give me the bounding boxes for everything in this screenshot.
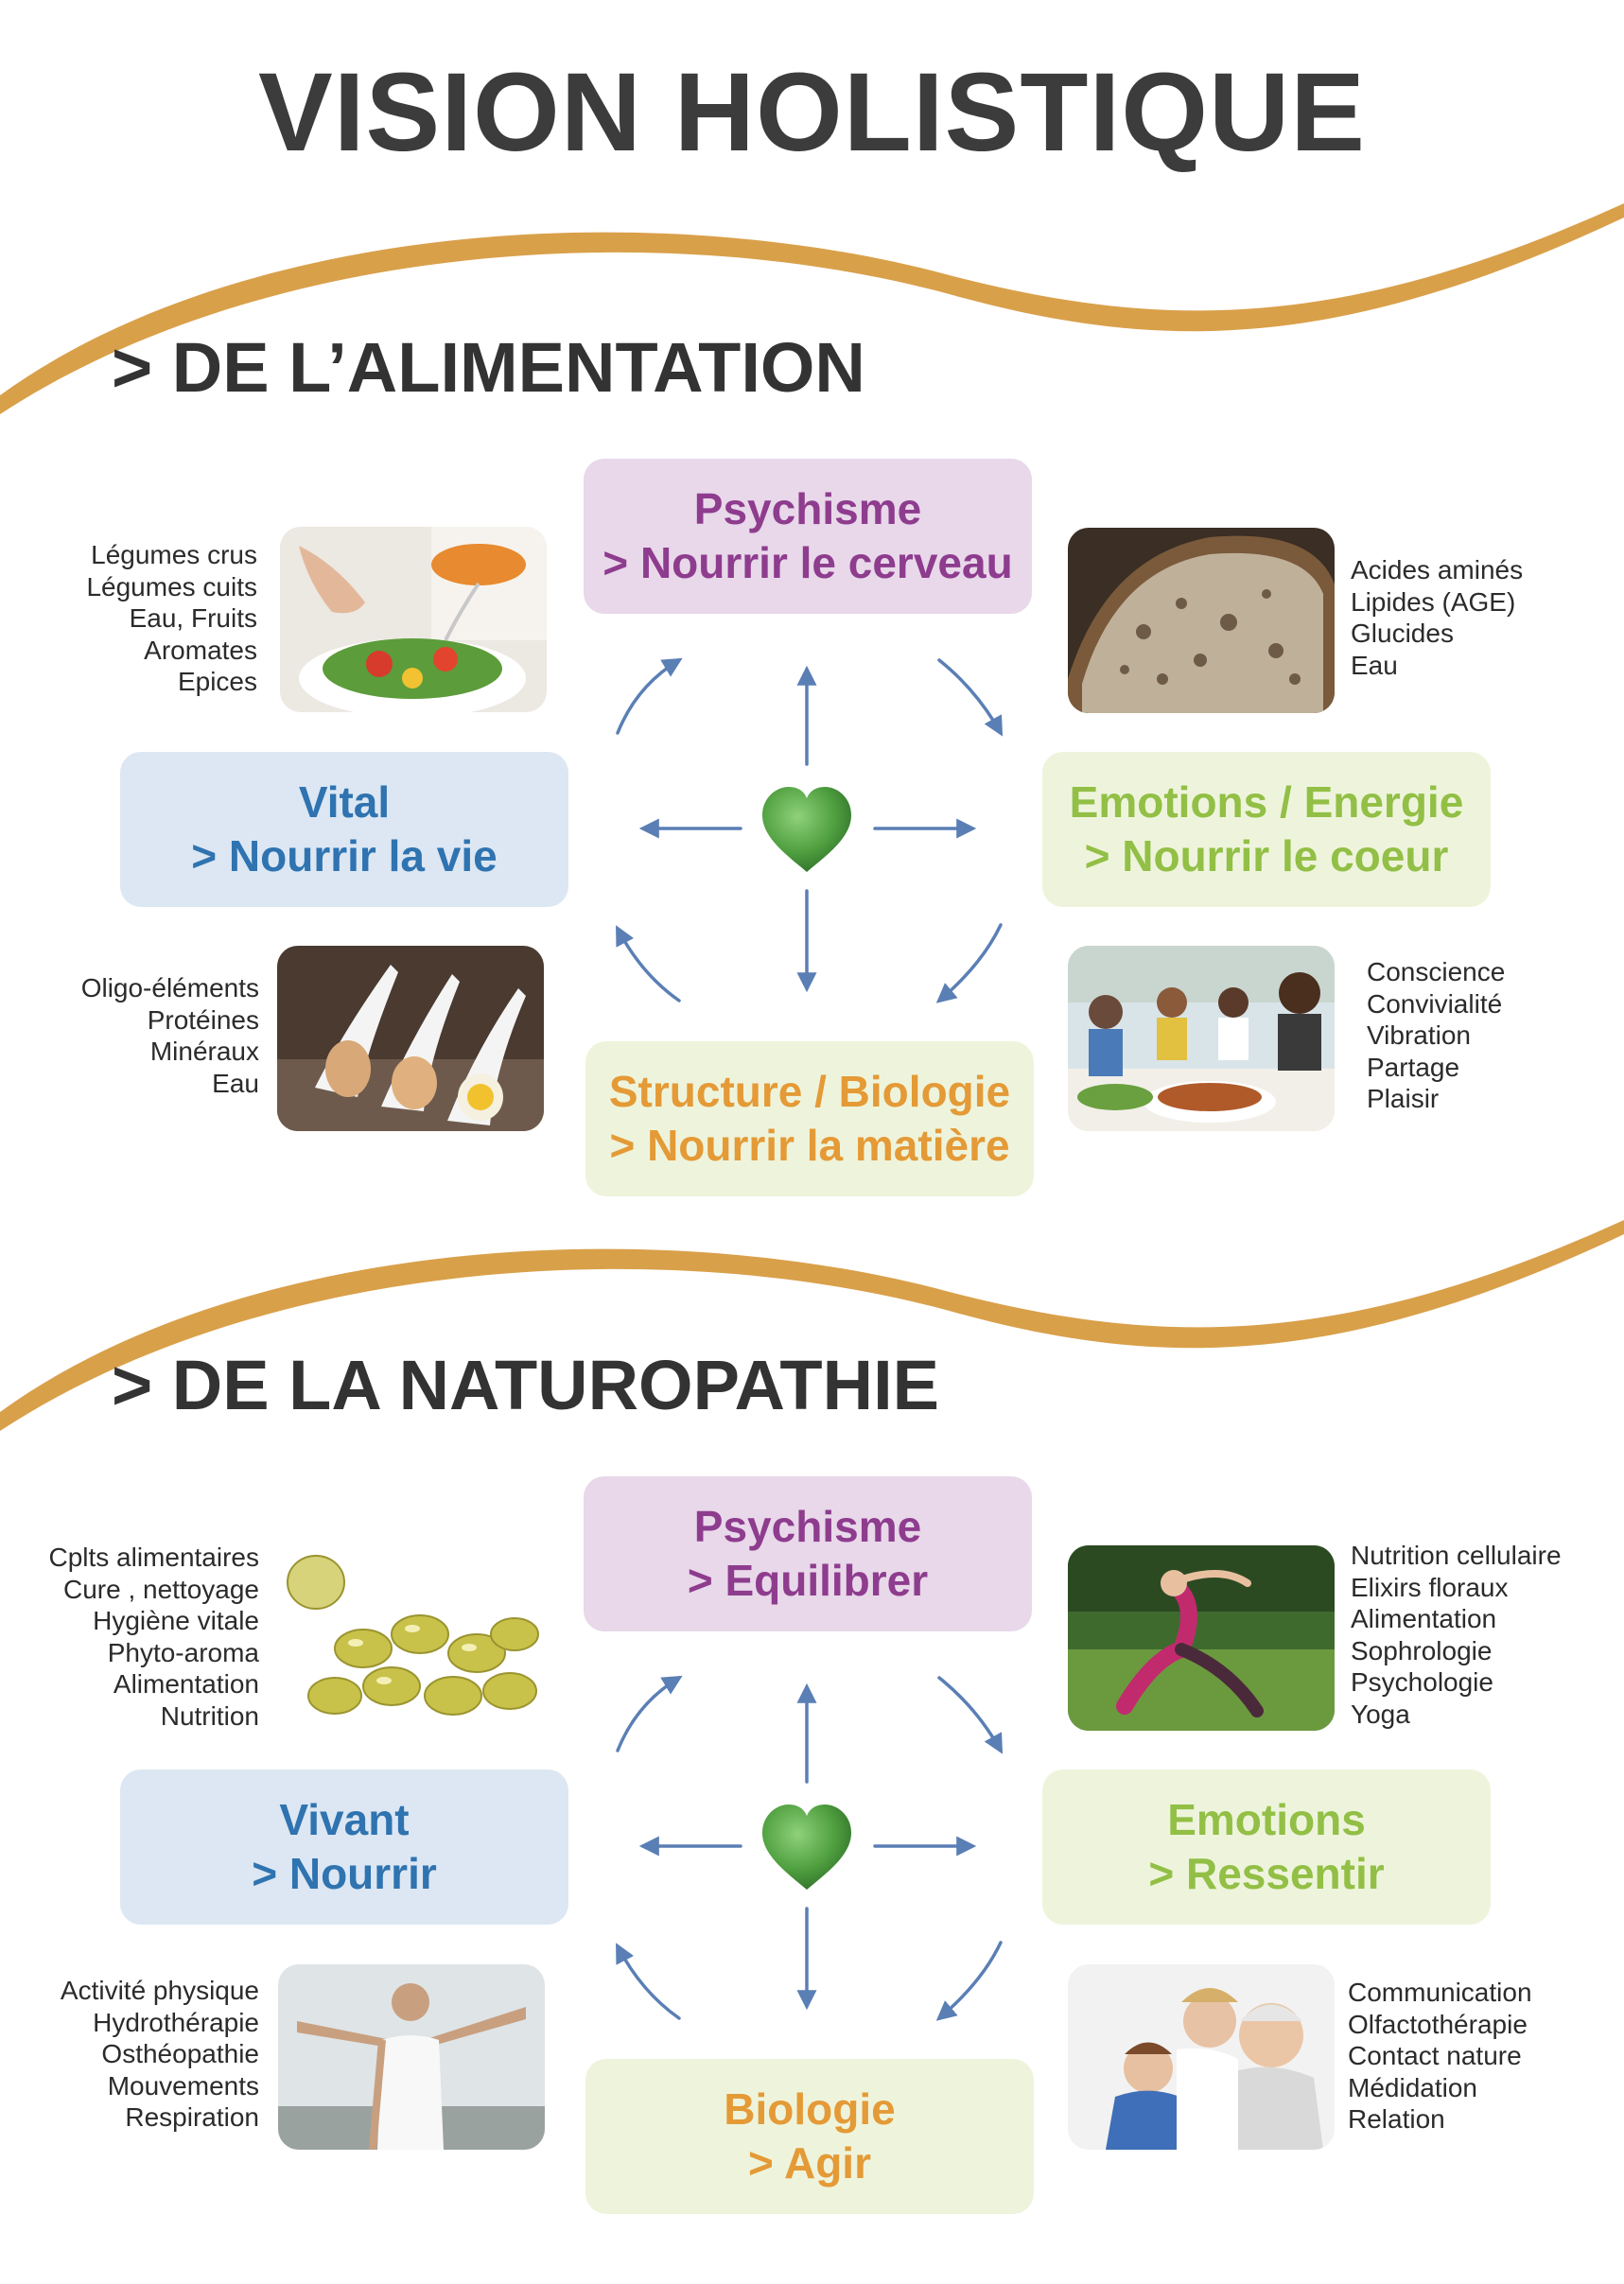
- box-psychisme-title: Psychisme: [693, 483, 922, 533]
- list-item: Elixirs floraux: [1351, 1572, 1509, 1602]
- box-structure-biologie: Structure / Biologie > Nourrir la matièr…: [585, 1041, 1034, 1196]
- list-item: Hygiène vitale: [93, 1606, 259, 1635]
- box-structure-subtitle: > Nourrir la matière: [609, 1121, 1010, 1170]
- cycle-arrows: [616, 1675, 1004, 2021]
- grandparent-photo: [1068, 1964, 1335, 2150]
- box-psychisme: Psychisme > Nourrir le cerveau: [584, 459, 1032, 614]
- box-emotions: Emotions > Ressentir: [1042, 1770, 1491, 1925]
- list-item: Activité physique: [60, 1976, 259, 2005]
- list-item: Cplts alimentaires: [48, 1543, 259, 1572]
- box-biologie-subtitle: > Agir: [748, 2138, 871, 2188]
- list-item: Plaisir: [1367, 1084, 1440, 1113]
- list-therapies: Nutrition cellulaire Elixirs floraux Ali…: [1351, 1540, 1562, 1730]
- box-psychisme-2: Psychisme > Equilibrer: [584, 1476, 1032, 1631]
- list-complements: Cplts alimentaires Cure , nettoyage Hygi…: [19, 1542, 259, 1732]
- box-vivant-subtitle: > Nourrir: [252, 1849, 437, 1898]
- list-activite: Activité physique Hydrothérapie Osthéopa…: [19, 1975, 259, 2134]
- decorative-swoosh: [0, 1220, 1624, 1431]
- box-emotions-title: Emotions / Energie: [1069, 776, 1464, 827]
- box-psychisme-title: Psychisme: [693, 1501, 922, 1551]
- list-item: Sophrologie: [1351, 1635, 1493, 1665]
- main-title: VISION HOLISTIQUE: [258, 50, 1366, 175]
- list-item: Convivialité: [1367, 988, 1503, 1019]
- list-item: Oligo-éléments: [80, 973, 259, 1003]
- section-title-alimentation: > DE L’ALIMENTATION: [112, 328, 865, 407]
- list-item: Epices: [177, 667, 257, 696]
- list-item: Glucides: [1351, 619, 1454, 648]
- list-communication: Communication Olfactothérapie Contact na…: [1348, 1977, 1532, 2136]
- box-biologie-title: Biologie: [724, 2083, 896, 2134]
- box-emotions-subtitle: > Nourrir le coeur: [1084, 831, 1449, 880]
- heart-icon: [762, 787, 851, 872]
- list-item: Phyto-aroma: [107, 1637, 259, 1667]
- decorative-swoosh: [0, 203, 1624, 414]
- salad-photo: [280, 527, 547, 712]
- list-legumes: Légumes crus Légumes cuits Eau, Fruits A…: [19, 539, 257, 698]
- list-item: Médidation: [1348, 2072, 1477, 2102]
- list-item: Psychologie: [1351, 1667, 1493, 1697]
- list-item: Légumes cuits: [86, 571, 257, 602]
- bread-photo: [1068, 528, 1335, 713]
- cycle-arrows: [616, 657, 1004, 1003]
- list-oligo: Oligo-éléments Protéines Minéraux Eau: [19, 972, 259, 1099]
- box-emotions-title: Emotions: [1167, 1794, 1366, 1844]
- capsules-photo: [278, 1544, 545, 1730]
- man-outdoors-photo: [278, 1964, 545, 2150]
- list-item: Respiration: [125, 2102, 259, 2132]
- list-nutriments: Acides aminés Lipides (AGE) Glucides Eau: [1351, 554, 1523, 681]
- list-item: Aromates: [144, 635, 257, 665]
- list-item: Contact nature: [1348, 2041, 1522, 2070]
- list-item: Eau: [1351, 650, 1398, 680]
- list-item: Cure , nettoyage: [62, 1574, 259, 1604]
- list-item: Légumes crus: [91, 540, 257, 569]
- box-biologie: Biologie > Agir: [585, 2059, 1034, 2214]
- family-meal-photo: [1068, 946, 1335, 1131]
- list-item: Communication: [1348, 1978, 1532, 2007]
- box-emotions-subtitle: > Ressentir: [1148, 1849, 1385, 1898]
- list-item: Hydrothérapie: [93, 2007, 259, 2037]
- box-psychisme-subtitle: > Nourrir le cerveau: [602, 538, 1013, 587]
- box-psychisme-subtitle: > Equilibrer: [687, 1556, 929, 1605]
- heart-icon: [762, 1805, 851, 1890]
- list-item: Conscience: [1367, 957, 1506, 986]
- list-item: Minéraux: [149, 1037, 259, 1066]
- box-vital-title: Vital: [298, 776, 391, 827]
- list-item: Alimentation: [1351, 1604, 1497, 1633]
- list-item: Relation: [1348, 2104, 1445, 2134]
- box-vital: Vital > Nourrir la vie: [120, 752, 568, 907]
- list-item: Osthéopathie: [101, 2039, 259, 2068]
- list-item: Acides aminés: [1351, 555, 1524, 584]
- box-vivant: Vivant > Nourrir: [120, 1770, 568, 1925]
- list-item: Protéines: [147, 1004, 259, 1035]
- list-item: Lipides (AGE): [1351, 586, 1516, 617]
- eggs-photo: [277, 946, 544, 1131]
- box-vivant-title: Vivant: [279, 1794, 410, 1844]
- list-item: Eau, Fruits: [129, 603, 257, 633]
- list-item: Yoga: [1351, 1699, 1410, 1729]
- list-item: Olfactothérapie: [1348, 2009, 1528, 2039]
- list-item: Alimentation: [113, 1669, 259, 1699]
- list-item: Nutrition cellulaire: [1351, 1541, 1562, 1570]
- box-structure-title: Structure / Biologie: [608, 1066, 1011, 1116]
- list-item: Eau: [212, 1068, 259, 1098]
- list-item: Vibration: [1367, 1020, 1472, 1050]
- list-item: Mouvements: [107, 2070, 259, 2101]
- section-title-naturopathie: > DE LA NATUROPATHIE: [112, 1346, 939, 1424]
- box-vital-subtitle: > Nourrir la vie: [191, 831, 498, 880]
- list-item: Partage: [1367, 1052, 1460, 1082]
- yoga-photo: [1068, 1545, 1335, 1731]
- list-item: Nutrition: [160, 1700, 259, 1731]
- box-emotions-energie: Emotions / Energie > Nourrir le coeur: [1042, 752, 1491, 907]
- list-conscience: Conscience Convivialité Vibration Partag…: [1367, 956, 1505, 1115]
